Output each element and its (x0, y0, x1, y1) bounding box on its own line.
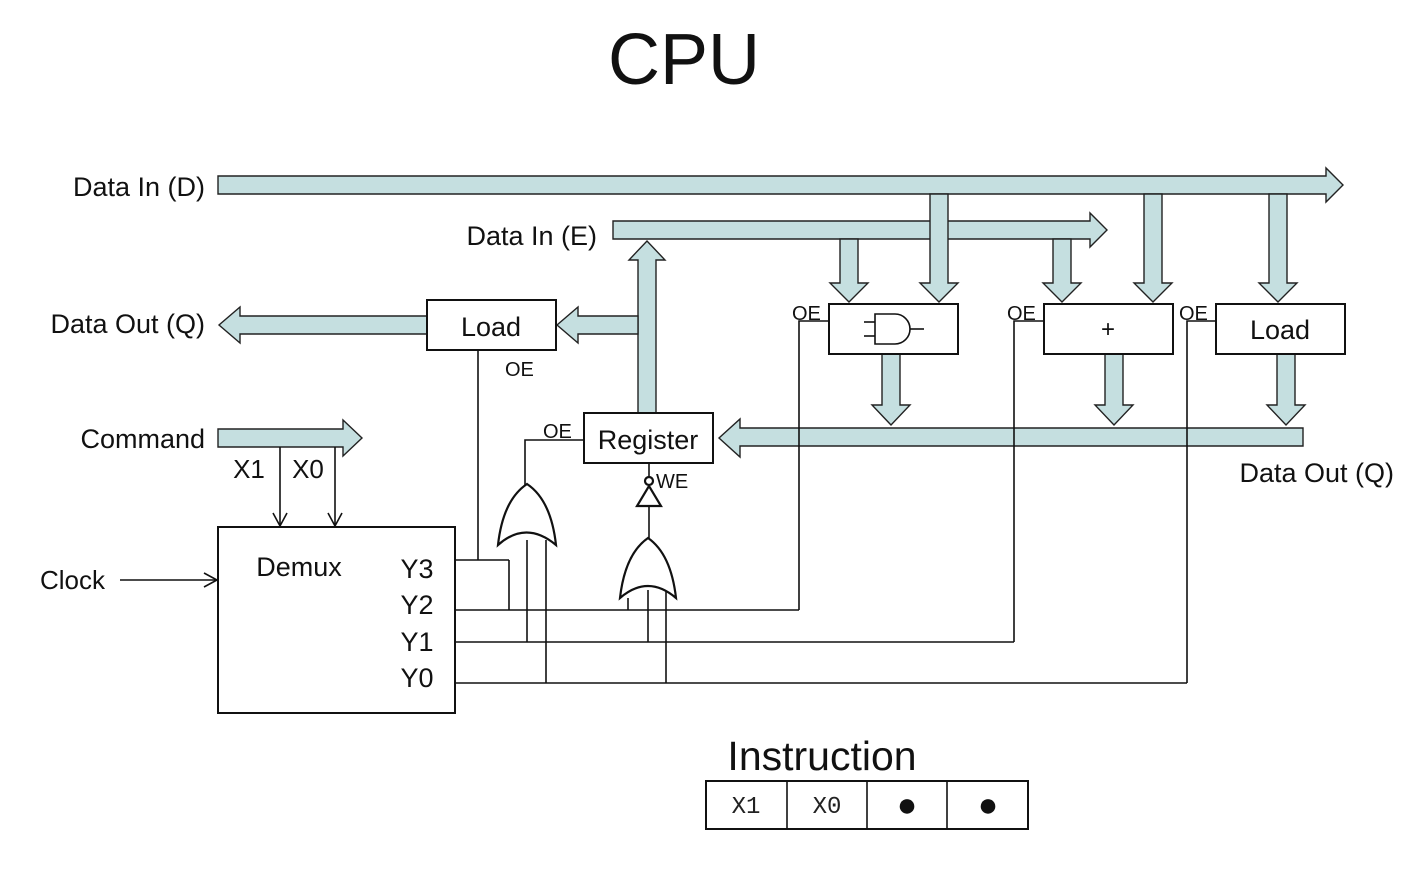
adder-oe: OE (1007, 303, 1036, 325)
instruction-cell-dot-2: ● (978, 786, 999, 824)
or-gate-register-we (618, 536, 678, 601)
load-right-oe: OE (1179, 303, 1208, 325)
or-gate-register-oe (496, 482, 558, 548)
data-out-q-left-bus (217, 305, 428, 345)
adder-output-arrow (1093, 353, 1135, 427)
data-out-q-left-label: Data Out (Q) (50, 309, 205, 339)
register-oe: OE (543, 421, 572, 443)
page-title: CPU (608, 20, 760, 100)
command-label: Command (80, 424, 205, 454)
x1-label: X1 (233, 454, 265, 484)
adder-input-d-arrow (1132, 193, 1174, 303)
and-output-arrow (870, 353, 912, 427)
and-unit-oe: OE (792, 303, 821, 325)
data-in-d-label: Data In (D) (73, 172, 205, 202)
demux-label: Demux (256, 552, 342, 582)
load-right-input-d-arrow (1257, 193, 1299, 303)
demux-box (217, 526, 456, 714)
load-left-label: Load (461, 312, 521, 342)
load-right-box (1215, 303, 1346, 355)
instruction-title: Instruction (727, 733, 916, 779)
instruction-table: X1 X0 ● ● (705, 780, 1029, 830)
data-in-e-bus (612, 211, 1108, 249)
adder-oe-wire (1013, 320, 1044, 642)
inverter-bubble (643, 475, 655, 487)
and-input-e-arrow (828, 238, 870, 303)
load-right-oe-wire (1186, 320, 1216, 683)
and-gate-icon (864, 313, 924, 345)
and-oe-wire (798, 320, 829, 610)
load-right-output-arrow (1265, 353, 1307, 427)
adder-input-e-arrow (1041, 238, 1083, 303)
load-left-box (426, 299, 557, 351)
instruction-cell-x1: X1 (732, 794, 761, 821)
adder-box (1043, 303, 1174, 355)
data-out-q-right-bus (717, 417, 1304, 459)
register-label: Register (598, 425, 699, 455)
x0-label: X0 (292, 454, 324, 484)
clock-label: Clock (40, 565, 106, 595)
register-out-bus (627, 239, 667, 414)
load-right-label: Load (1250, 315, 1310, 345)
register-oe-wire (524, 439, 584, 486)
register-to-load-bus (555, 305, 639, 345)
load-left-oe: OE (505, 359, 534, 381)
data-in-e-label: Data In (E) (466, 221, 597, 251)
demux-y0: Y0 (400, 663, 433, 693)
instruction-cell-dot-1: ● (897, 786, 918, 824)
adder-label: + (1101, 316, 1115, 343)
register-we: WE (656, 471, 688, 493)
data-in-d-bus (217, 166, 1344, 204)
demux-y1: Y1 (400, 627, 433, 657)
and-input-d-arrow (918, 193, 960, 303)
data-out-q-right-label: Data Out (Q) (1239, 458, 1394, 488)
demux-y3: Y3 (400, 554, 433, 584)
demux-y2: Y2 (400, 590, 433, 620)
and-unit-box (828, 303, 959, 355)
command-bus (217, 418, 364, 458)
instruction-cell-x0: X0 (813, 794, 842, 821)
